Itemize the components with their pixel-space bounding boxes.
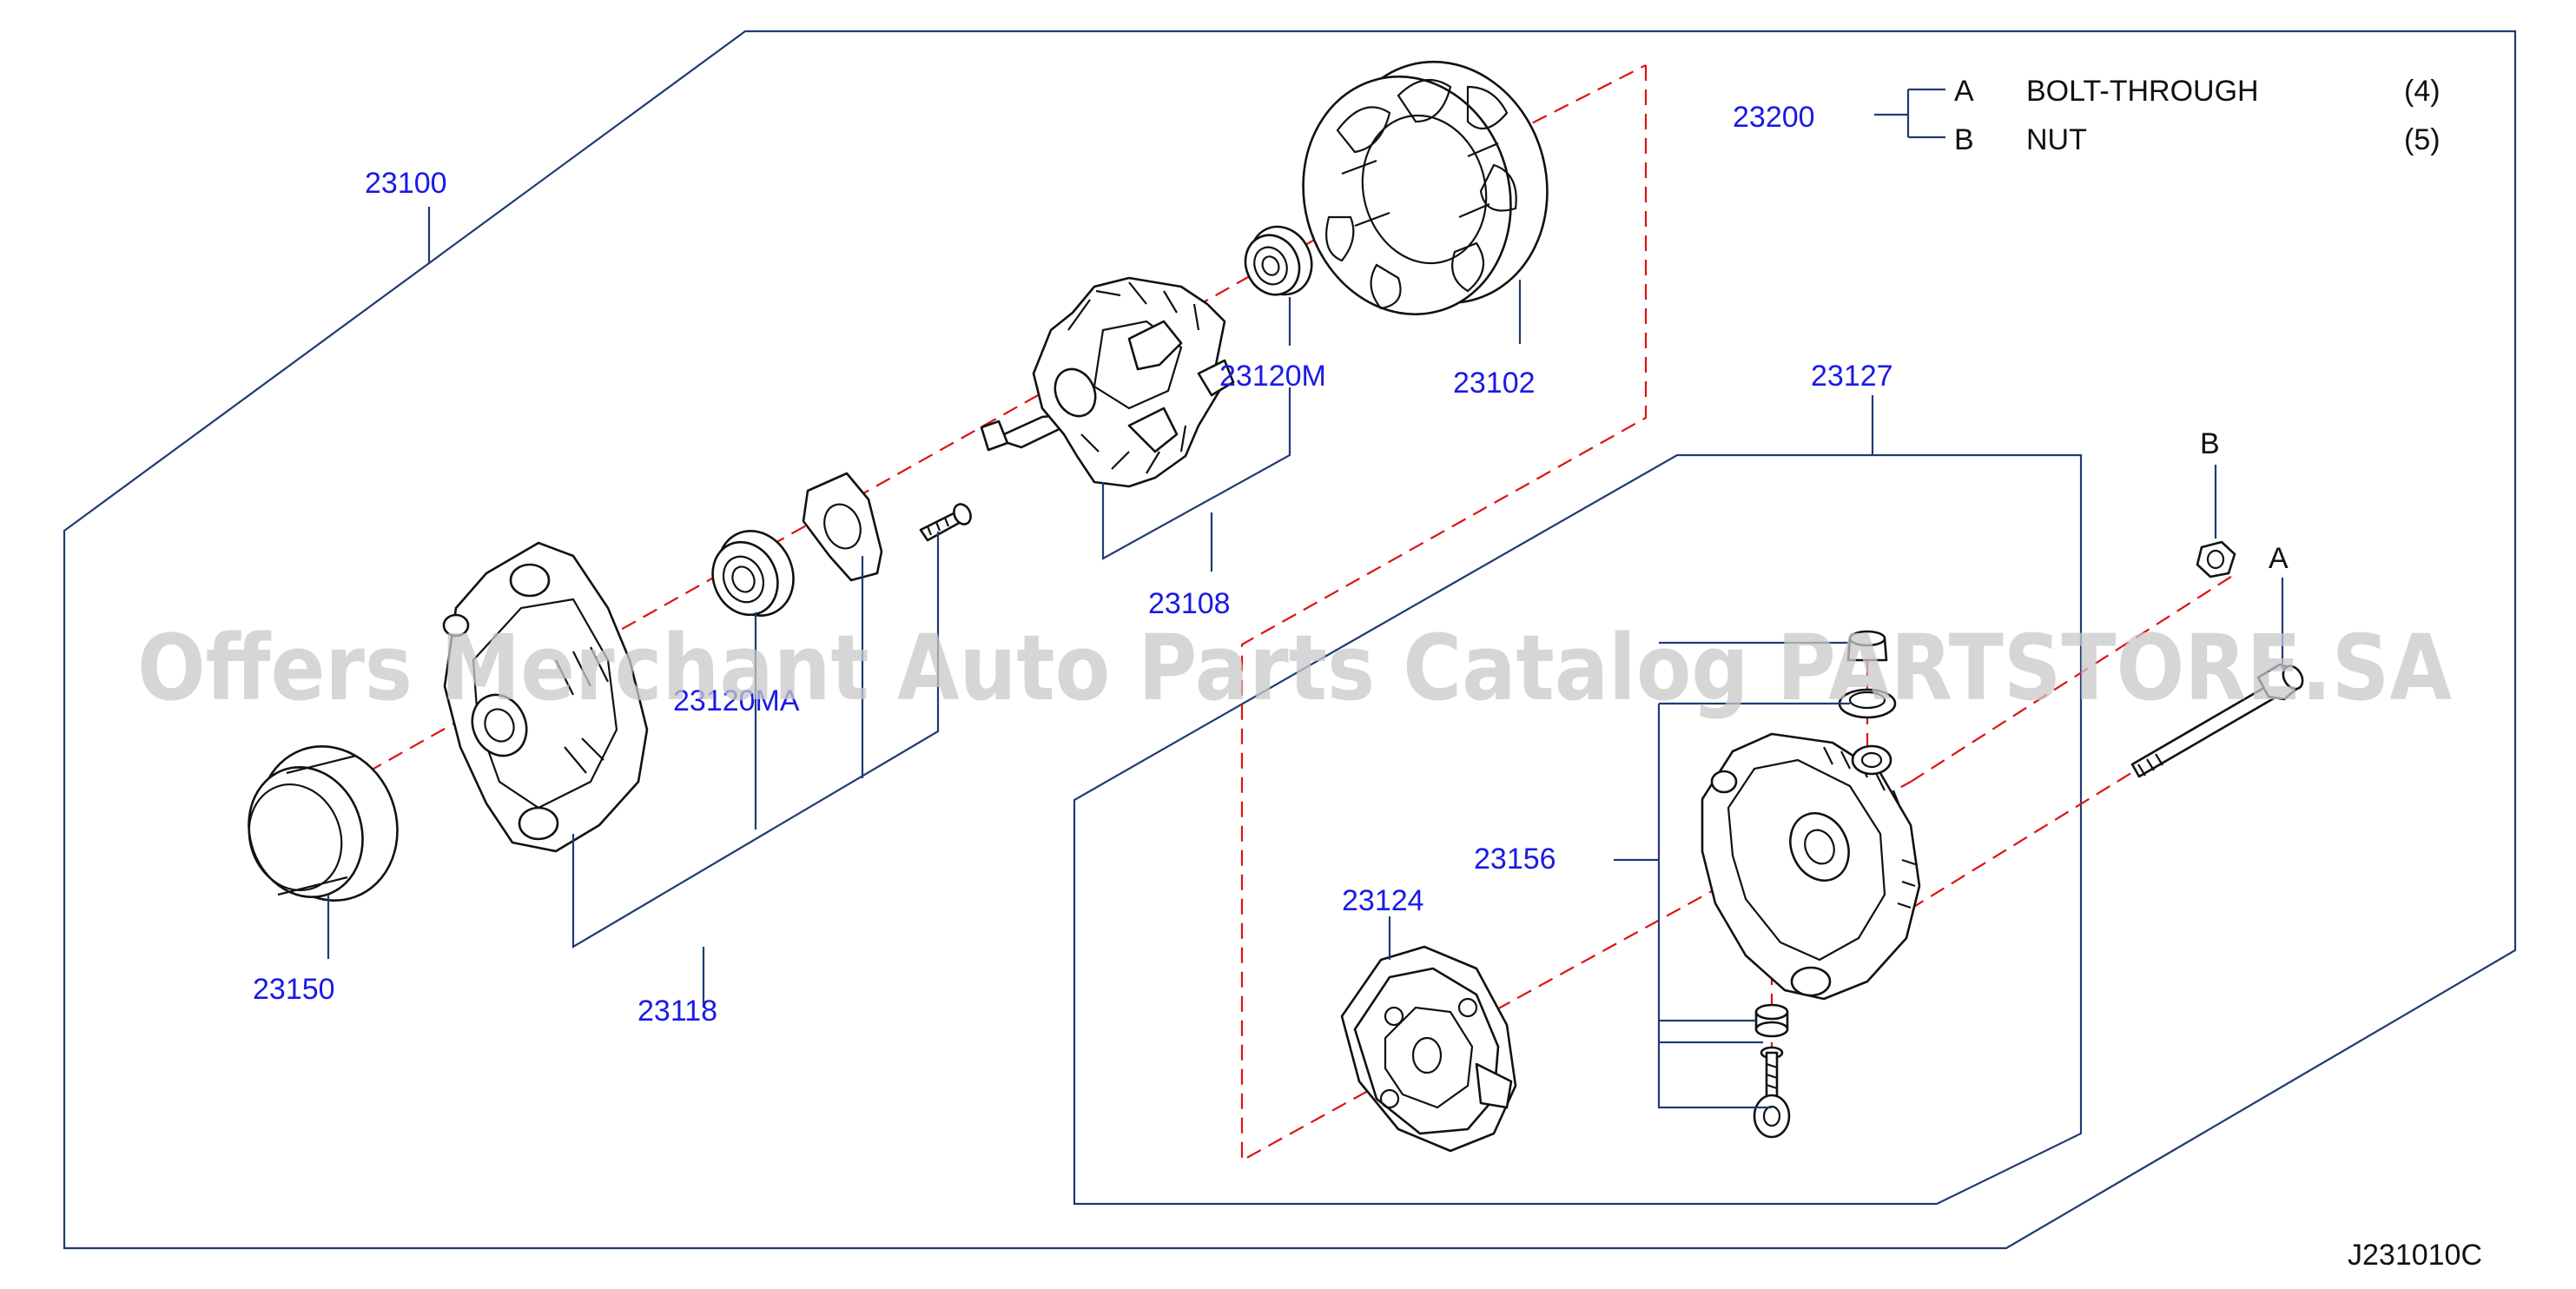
diagram-code: J231010C [2348,1239,2482,1272]
label-23124: 23124 [1342,884,1424,917]
legend: A BOLT-THROUGH (4) B NUT (5) [1954,75,2441,156]
assembly-frame-23100 [63,30,2517,1250]
legend-key-b: B [1954,123,1974,156]
front-housing-23118 [442,541,649,853]
label-23102: 23102 [1453,367,1536,400]
main-axis-line-cont [1423,64,1647,179]
terminal-bushing [1754,1003,1789,1038]
stator-dashed-box [1240,65,1648,1162]
legend-qty-a: (4) [2404,75,2441,108]
legend-qty-b: (5) [2404,123,2441,156]
nut-b [2196,540,2236,578]
rear-cover-23156 [1701,732,1921,1001]
callout-b: B [2200,427,2220,460]
stator-23102 [1302,60,1549,316]
watermark-text: Offers Merchant Auto Parts Catalog PARTS… [137,615,2452,721]
subassembly-frame-23127 [1073,453,2083,1206]
leader-lines [327,88,2284,1109]
bolt-through-a [2130,663,2304,778]
label-23127: 23127 [1811,360,1893,393]
bearing-23120m [1244,225,1313,296]
legend-key-a: A [1954,75,1974,108]
label-23200: 23200 [1733,101,1815,134]
legend-name-a: BOLT-THROUGH [2026,75,2259,108]
rotor-23108 [980,276,1235,488]
pulley-23150 [248,745,399,902]
label-23118: 23118 [637,995,717,1028]
bolt-axis-line [1806,763,2146,974]
label-23100: 23100 [365,167,447,200]
rectifier-23124 [1340,945,1517,1153]
label-23156: 23156 [1474,843,1556,876]
legend-name-b: NUT [2026,123,2087,156]
label-23120m: 23120M [1219,360,1326,393]
bearing-retainer-plate [802,472,883,582]
label-23108: 23108 [1148,587,1231,620]
terminal-bolt [1753,1046,1791,1139]
rear-axis-line-2 [1910,572,2237,783]
label-23120ma: 23120MA [673,684,800,717]
retainer-screw [919,503,972,542]
callout-a: A [2269,542,2289,575]
label-23150: 23150 [253,973,335,1006]
terminal-cap [1838,630,1897,719]
bearing-23120ma [711,530,795,617]
